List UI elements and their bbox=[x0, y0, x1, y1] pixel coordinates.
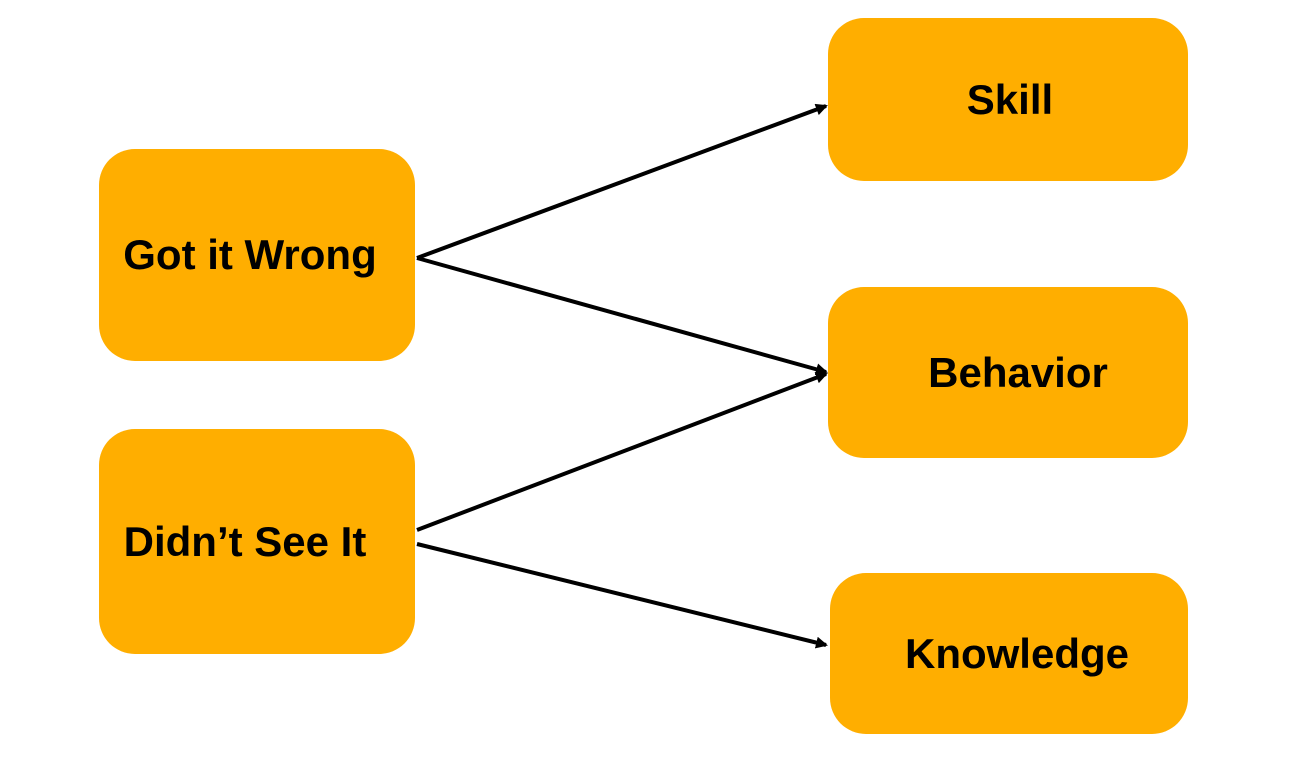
node-label: Knowledge bbox=[904, 629, 1129, 677]
node-label: Behavior bbox=[928, 348, 1108, 396]
node-didnt-see-it: Didn’t See It bbox=[99, 429, 415, 654]
arrow-didnt-see-to-behavior bbox=[416, 371, 828, 532]
node-got-it-wrong: Got it Wrong bbox=[99, 149, 415, 361]
node-label: Got it Wrong bbox=[123, 231, 377, 278]
node-behavior: Behavior bbox=[828, 287, 1188, 458]
node-label: Didn’t See It bbox=[123, 517, 367, 565]
node-label: Skill bbox=[966, 75, 1054, 123]
node-knowledge: Knowledge bbox=[830, 573, 1188, 734]
arrow-got-wrong-to-skill bbox=[416, 103, 828, 260]
arrow-got-wrong-to-behavior bbox=[416, 256, 828, 376]
node-skill: Skill bbox=[828, 18, 1188, 181]
arrow-didnt-see-to-knowledge bbox=[416, 542, 828, 649]
